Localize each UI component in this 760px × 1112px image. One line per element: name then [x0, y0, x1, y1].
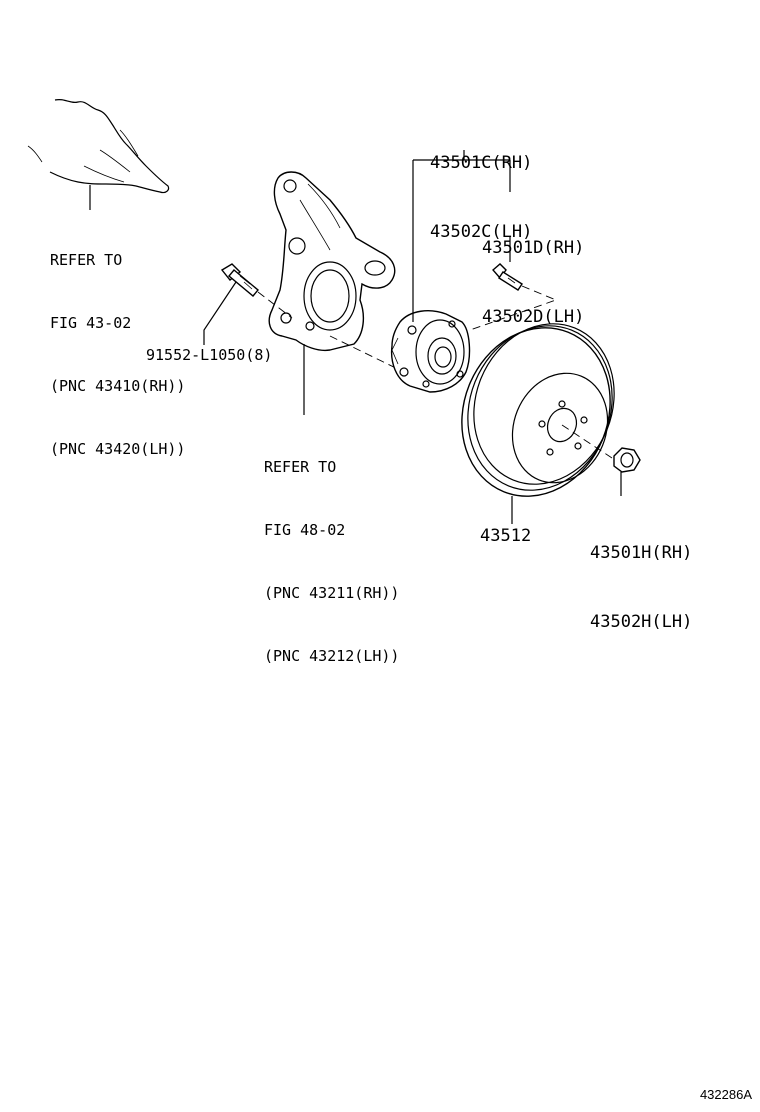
- hub-bolt-lh: 43502D(LH): [482, 307, 585, 327]
- hub-bolt-rh: 43501D(RH): [482, 238, 585, 258]
- bolt-part-number: 91552-L1050(8): [146, 346, 273, 364]
- knuckle-reference-outline: [27, 98, 170, 194]
- nut-axis: [561, 424, 613, 459]
- knuckle-ref-line-4: (PNC 43420(LH)): [50, 440, 186, 458]
- bolt-leader: [203, 281, 237, 345]
- hub-bearing-assembly: [390, 310, 471, 393]
- hub-bearing-rh: 43501C(RH): [430, 153, 533, 173]
- hub-axis: [329, 335, 405, 373]
- disc-part-number: 43512: [480, 526, 532, 546]
- nut-part-number: 43501H(RH) 43502H(LH): [590, 496, 692, 680]
- hub-ref-line-4: (PNC 43212(LH)): [264, 647, 400, 665]
- steering-knuckle: [268, 171, 396, 352]
- nut-lh: 43502H(LH): [590, 612, 693, 632]
- hub-ref-line-3: (PNC 43211(RH)): [264, 584, 400, 602]
- hub-bolt-axis: [469, 285, 558, 331]
- bolt-axis: [257, 291, 293, 319]
- figure-code: 432286A: [699, 1087, 752, 1102]
- hub-reference-note: REFER TO FIG 48-02 (PNC 43211(RH)) (PNC …: [264, 415, 399, 709]
- hub-ref-line-2: FIG 48-02: [264, 521, 346, 539]
- hub-bearing-lh: 43502C(LH): [430, 222, 533, 242]
- hub-bolt: [492, 263, 523, 291]
- knuckle-bolt: [220, 263, 259, 297]
- knuckle-reference-note: REFER TO FIG 43-02 (PNC 43410(RH)) (PNC …: [50, 208, 185, 502]
- knuckle-ref-line-2: FIG 43-02: [50, 314, 132, 332]
- hub-bearing-part-number: 43501C(RH) 43502C(LH): [430, 106, 532, 290]
- hub-ref-line-1: REFER TO: [264, 458, 337, 476]
- hub-nut: [613, 447, 641, 473]
- hub-bolt-part-number: 43501D(RH) 43502D(LH): [482, 191, 584, 375]
- knuckle-ref-line-3: (PNC 43410(RH)): [50, 377, 186, 395]
- brake-disc: [461, 323, 615, 497]
- nut-rh: 43501H(RH): [590, 543, 693, 563]
- knuckle-ref-line-1: REFER TO: [50, 251, 123, 269]
